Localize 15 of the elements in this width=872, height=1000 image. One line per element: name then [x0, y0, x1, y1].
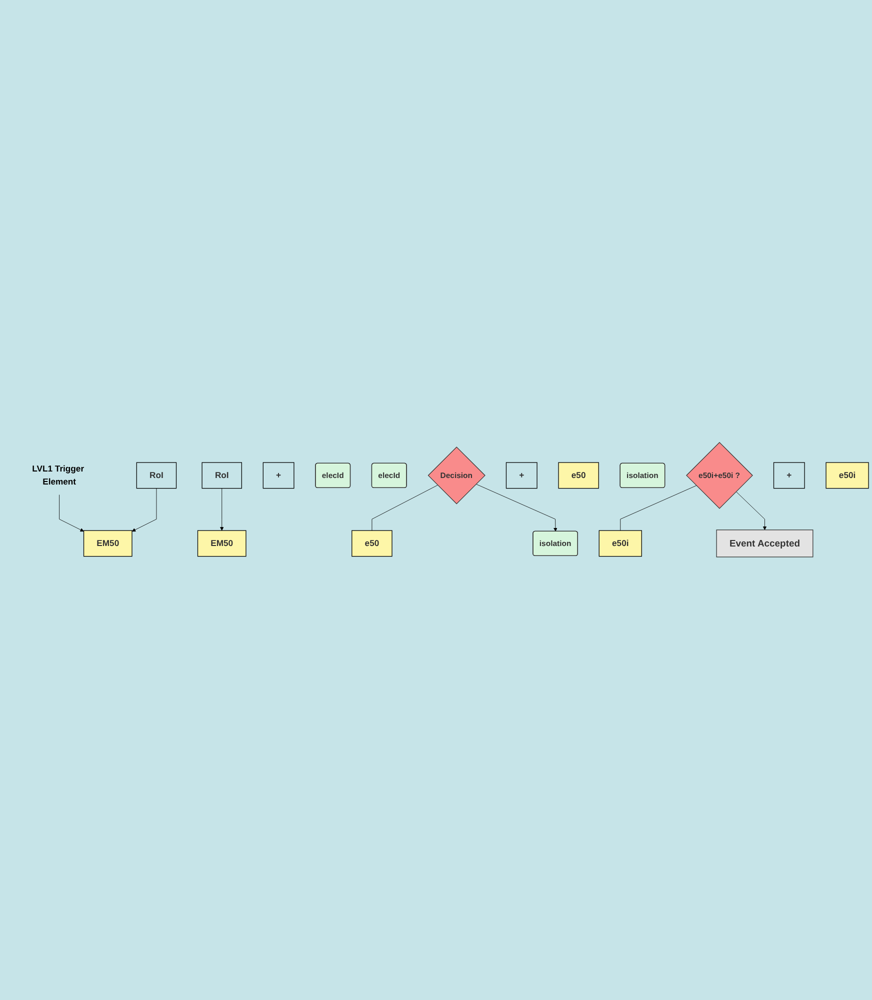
connector [372, 485, 438, 532]
connector [620, 486, 697, 532]
node-box: RoI [202, 462, 242, 489]
node-box: + [506, 462, 538, 489]
node-box: RoI [136, 462, 177, 489]
node-box: Event Accepted [716, 530, 814, 558]
node-box: + [262, 462, 294, 489]
node-box: e50 [558, 462, 599, 489]
node-box: e50 [352, 530, 392, 557]
node-box: e50i [598, 530, 642, 557]
node-box: + [773, 462, 805, 489]
node-text: LVL1 Trigger Element [32, 464, 84, 487]
node-box: e50i [826, 462, 869, 489]
node-box: EM50 [197, 530, 246, 557]
node-box: EM50 [83, 530, 132, 557]
